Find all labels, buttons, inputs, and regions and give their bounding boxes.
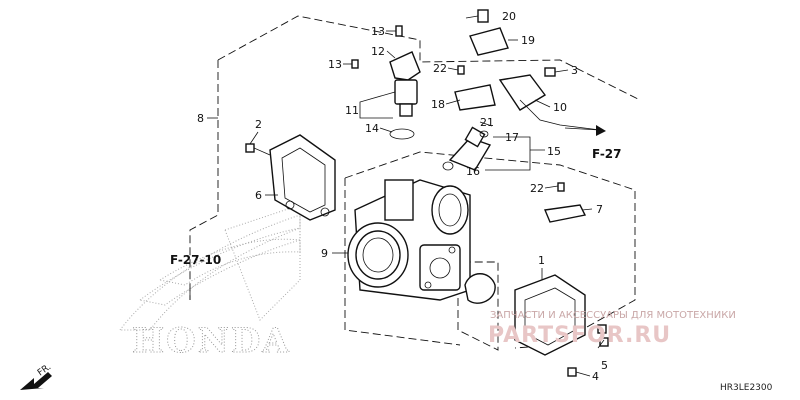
callout-9: 9: [321, 247, 328, 260]
callout-18: 18: [431, 98, 445, 111]
front-arrow-icon: [20, 372, 52, 390]
callout-21: 21: [480, 116, 494, 129]
throttle-body: [347, 179, 471, 301]
group-outline-body: [344, 151, 636, 349]
bolt-2: [245, 143, 271, 156]
callout-2: 2: [255, 118, 262, 131]
callout-13-side: 13: [328, 58, 342, 71]
ref-f27-10: F-27-10: [170, 253, 221, 267]
leader-lines: [189, 15, 605, 377]
callout-19: 19: [521, 34, 535, 47]
fuel-injector: [442, 126, 492, 171]
plate-part: [544, 182, 587, 223]
callout-20: 20: [502, 10, 516, 23]
group-outline-tps: [457, 261, 499, 351]
fuel-line-assembly: [454, 9, 601, 131]
callout-16: 16: [466, 165, 480, 178]
callout-14: 14: [365, 122, 379, 135]
group-outline-upper: [217, 15, 641, 101]
callout-12: 12: [371, 45, 385, 58]
watermark-site: PARTSFOR.RU: [488, 323, 671, 348]
honda-logo-text: HONDA: [132, 321, 291, 361]
callout-3: 3: [571, 64, 578, 77]
callout-5: 5: [601, 359, 608, 372]
callout-1: 1: [538, 254, 545, 267]
callout-11: 11: [345, 104, 359, 117]
watermark-tagline: ЗАПЧАСТИ И АКСЕССУАРЫ ДЛЯ МОТОТЕХНИКИ: [490, 310, 736, 321]
callout-22-side: 22: [530, 182, 544, 195]
cover-part: [269, 134, 336, 221]
ref-f27: F-27: [592, 147, 622, 161]
callout-6: 6: [255, 189, 262, 202]
callout-17: 17: [505, 131, 519, 144]
sensor-assembly: [351, 25, 421, 140]
callout-15: 15: [547, 145, 561, 158]
f27-arrow-icon: [564, 125, 606, 136]
group-outline-left: [189, 60, 219, 300]
callout-10: 10: [553, 101, 567, 114]
callout-8: 8: [197, 112, 204, 125]
callout-4: 4: [592, 370, 599, 383]
callout-13-top: 13: [371, 25, 385, 38]
honda-wing-logo: [118, 204, 301, 331]
group-outline-body-left: [344, 178, 461, 346]
callout-7: 7: [596, 203, 603, 216]
callout-22-top: 22: [433, 62, 447, 75]
diagram-code: HR3LE2300: [720, 383, 773, 393]
tps-sensor: [464, 273, 609, 377]
